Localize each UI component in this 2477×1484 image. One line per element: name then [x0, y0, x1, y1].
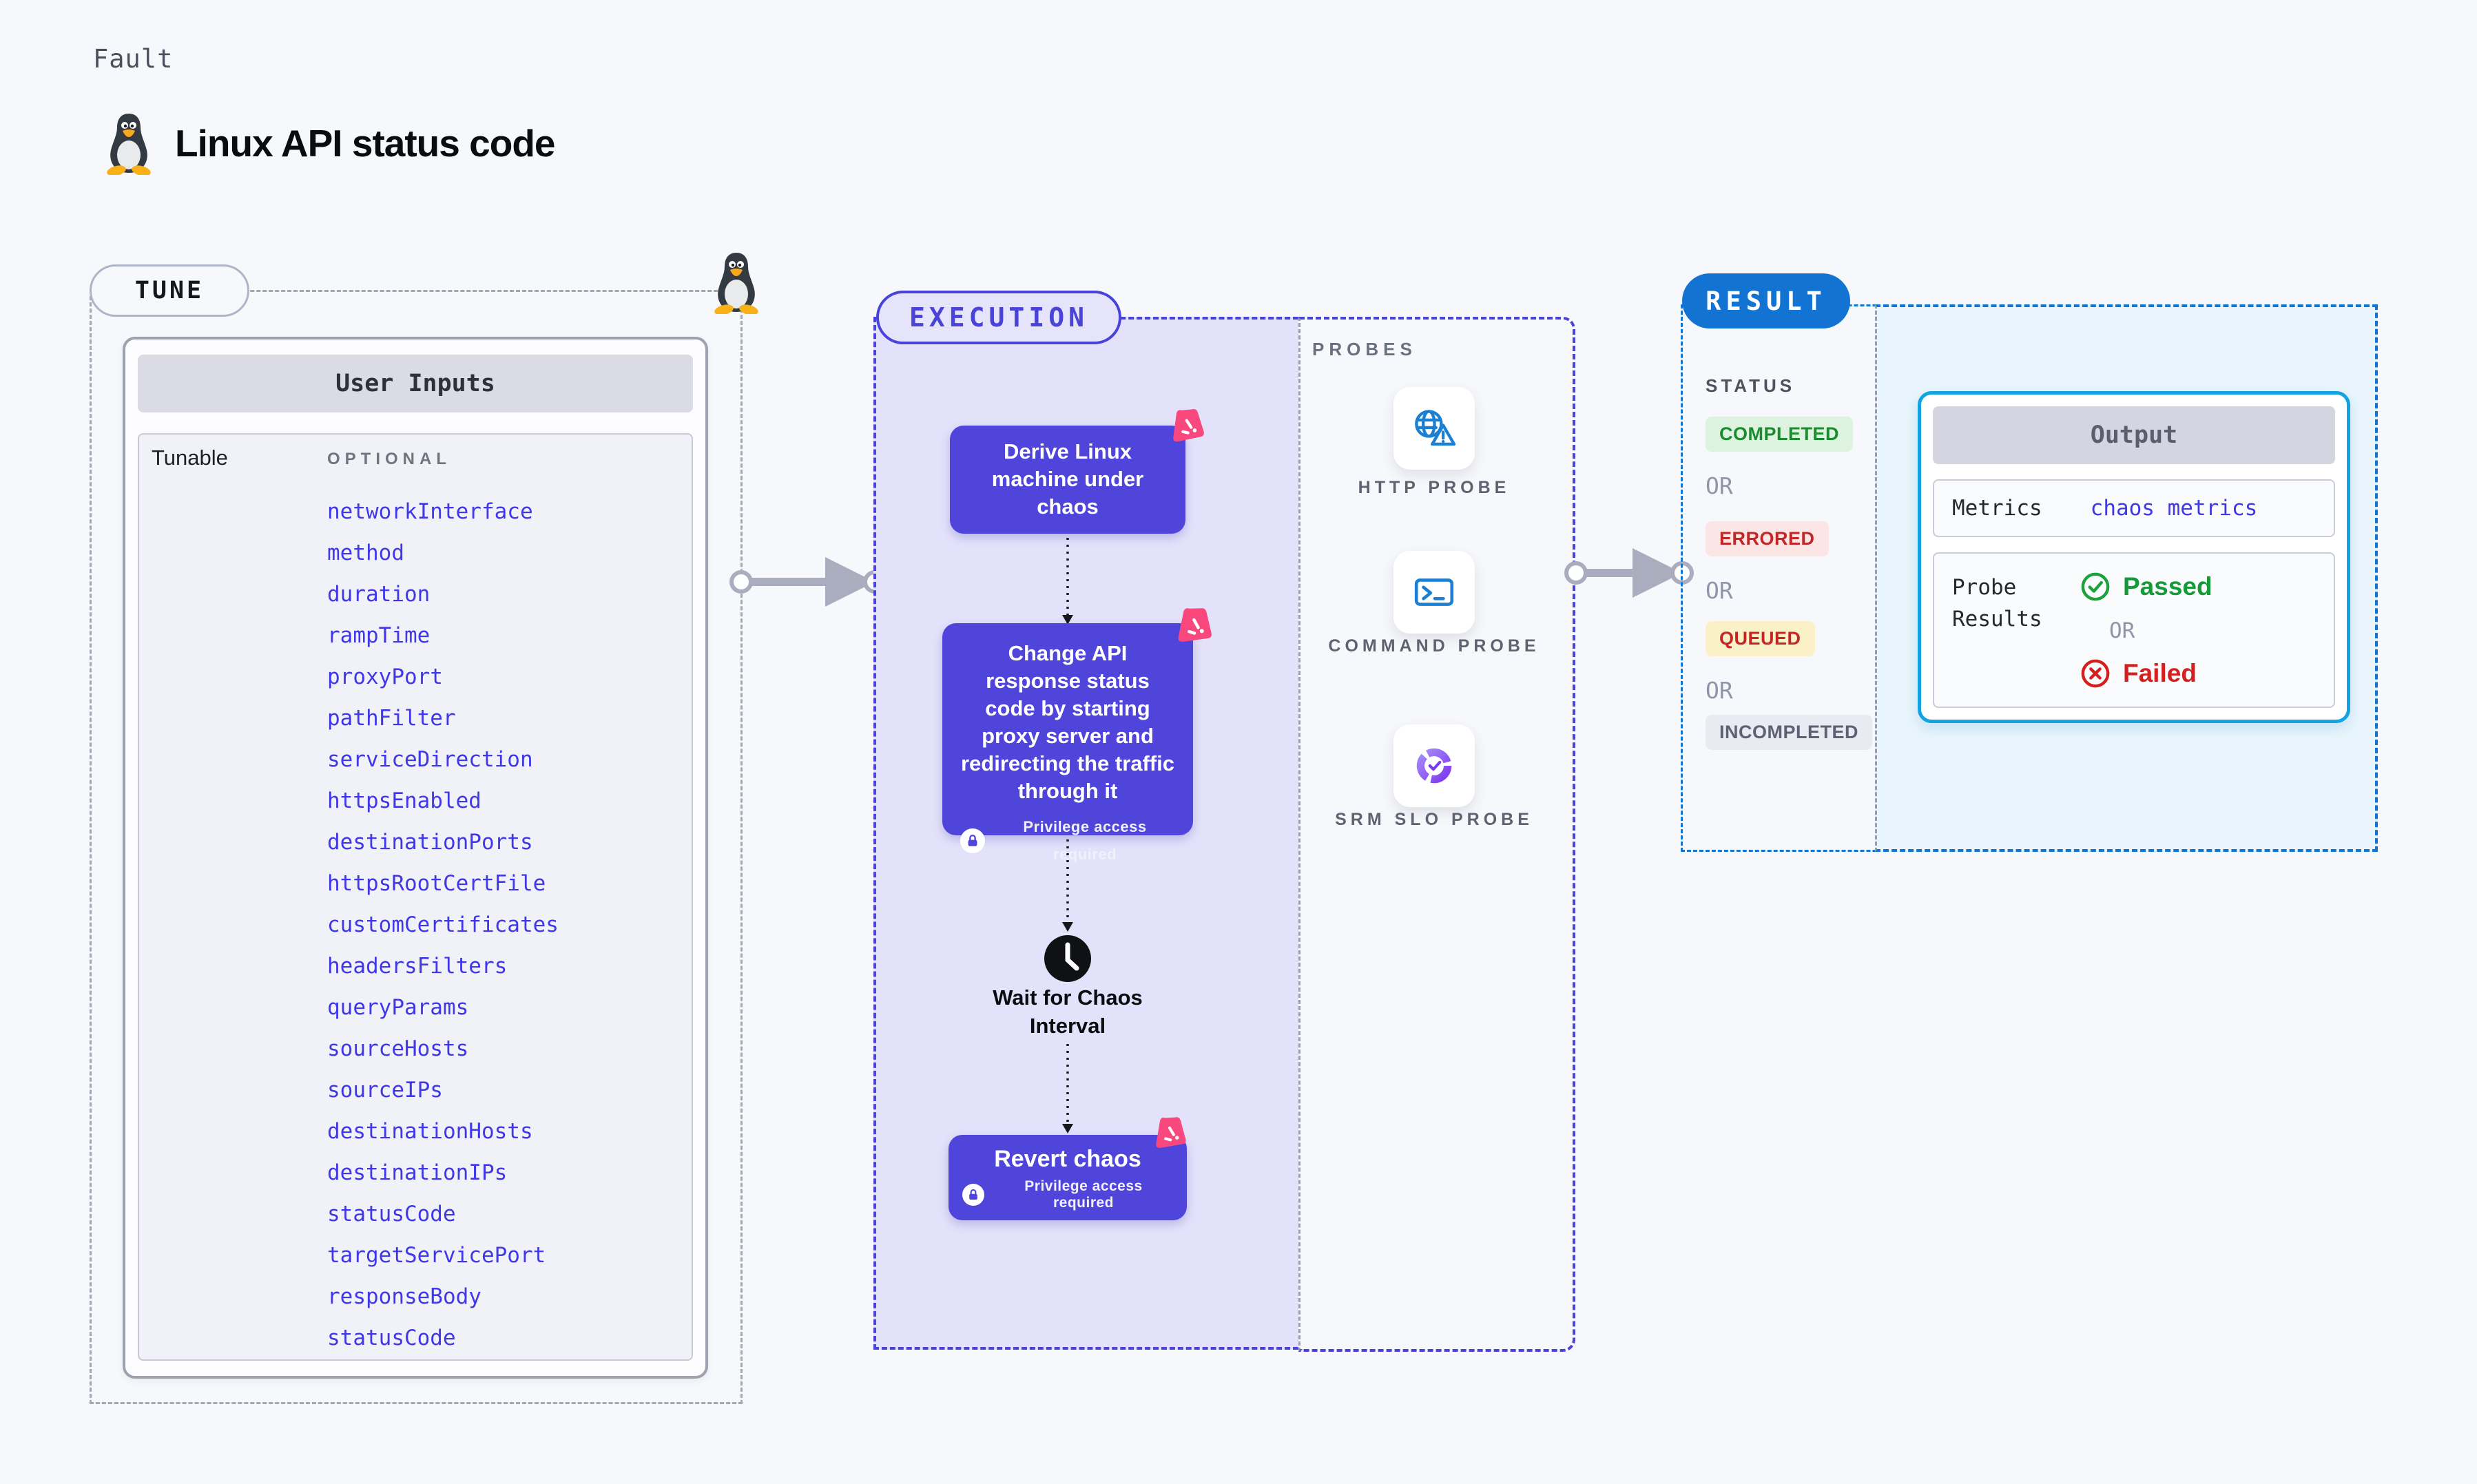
step-text: Revert chaos [994, 1146, 1141, 1172]
tunable-item: responseBody [327, 1284, 481, 1309]
privilege-label: Privilege access required [1024, 1178, 1143, 1211]
failed-label: Failed [2123, 659, 2197, 687]
x-circle-icon [2081, 659, 2110, 688]
probes-to-result-arrow [1564, 548, 1694, 598]
probe-results-row: Probe Results Passed OR Failed [1933, 552, 2335, 708]
chaos-icon [1148, 1112, 1190, 1154]
privilege-row: Privilege access required [960, 813, 1175, 868]
srm-slo-probe-label: SRM SLO PROBE [1335, 810, 1533, 829]
tux-penguin-icon [713, 253, 760, 314]
lock-icon [960, 828, 985, 853]
or-label: OR [1706, 472, 1733, 499]
tunable-item: proxyPort [327, 665, 443, 689]
or-label: OR [1706, 677, 1733, 704]
probes-section-box [1298, 317, 1575, 1352]
step-change-status-code: Change API response status code by start… [942, 623, 1193, 863]
status-label: STATUS [1706, 375, 1796, 396]
step-text: Change API response status code by start… [960, 641, 1175, 803]
tunable-item: serviceDirection [327, 747, 533, 772]
step-derive-machine: Derive Linux machine under chaos [950, 426, 1185, 534]
tune-to-execution-arrow [729, 557, 887, 607]
passed-label: Passed [2123, 572, 2212, 600]
terminal-icon [1414, 578, 1454, 606]
tunable-item: sourceHosts [327, 1036, 469, 1061]
page-title: Linux API status code [175, 122, 556, 165]
passed-line: Passed [2080, 570, 2212, 603]
tunable-item: duration [327, 582, 431, 607]
or-label: OR [2109, 618, 2135, 643]
tunable-item: sourceIPs [327, 1078, 443, 1102]
metrics-value-link: chaos metrics [2090, 496, 2258, 521]
user-inputs-header: User Inputs [138, 355, 693, 412]
tunable-item: statusCode [327, 1202, 456, 1226]
command-probe-label: COMMAND PROBE [1328, 636, 1540, 656]
status-badge-errored: ERRORED [1706, 521, 1829, 556]
privilege-label: Privilege access required [1023, 818, 1147, 863]
tunable-item: headersFilters [327, 954, 508, 979]
privilege-row: Privilege access required [962, 1178, 1173, 1211]
title-row: Linux API status code [102, 112, 556, 175]
result-pill: RESULT [1682, 273, 1850, 328]
execution-pill: EXECUTION [876, 291, 1121, 344]
metrics-row: Metrics chaos metrics [1933, 479, 2335, 537]
tune-section-box [90, 290, 743, 1404]
probes-label: PROBES [1312, 339, 1417, 359]
command-probe-card [1393, 551, 1475, 634]
tunable-item: httpsRootCertFile [327, 871, 546, 896]
step-revert-chaos: Revert chaos Privilege access required [949, 1135, 1187, 1220]
metrics-label: Metrics [1952, 496, 2042, 521]
tunables-table [138, 433, 693, 1361]
tunable-item: method [327, 541, 404, 565]
flow-arrow-down [1062, 839, 1073, 932]
flow-arrow-down [1062, 1044, 1073, 1133]
wait-for-chaos-label: Wait for Chaos Interval [993, 985, 1143, 1038]
tunable-item: queryParams [327, 995, 469, 1020]
probe-results-values: Passed OR Failed [2080, 570, 2212, 690]
tunable-item: networkInterface [327, 499, 533, 524]
chaos-icon [1165, 404, 1208, 447]
tunable-item: customCertificates [327, 912, 559, 937]
failed-line: Failed [2080, 657, 2212, 690]
output-header: Output [1933, 406, 2335, 464]
or-label: OR [1706, 577, 1733, 604]
status-badge-completed: COMPLETED [1706, 417, 1854, 452]
tunable-item: pathFilter [327, 706, 456, 731]
tune-pill: TUNE [90, 264, 249, 317]
tunable-item: targetServicePort [327, 1243, 546, 1268]
lock-icon [962, 1184, 984, 1206]
tunable-item: destinationIPs [327, 1160, 508, 1185]
status-badge-incompleted: INCOMPLETED [1706, 715, 1873, 750]
tunable-item: httpsEnabled [327, 788, 481, 813]
globe-warning-icon [1415, 410, 1456, 446]
tunables-list: networkInterface method duration rampTim… [327, 491, 685, 1359]
slo-ring-icon [1416, 748, 1452, 784]
srm-slo-probe-card [1393, 724, 1475, 807]
check-circle-icon [2081, 572, 2110, 601]
tunable-item: destinationHosts [327, 1119, 533, 1144]
chaos-icon [1169, 601, 1217, 649]
http-probe-card [1393, 387, 1475, 470]
flow-arrow-down [1062, 538, 1073, 625]
tunable-row-label: Tunable [152, 446, 228, 470]
tunable-item: rampTime [327, 623, 431, 648]
tunable-item: statusCode [327, 1326, 456, 1350]
http-probe-label: HTTP PROBE [1358, 478, 1511, 497]
tux-penguin-icon [105, 114, 152, 175]
tunable-item: destinationPorts [327, 830, 533, 855]
fault-kicker: Fault [93, 44, 174, 74]
optional-column-label: OPTIONAL [327, 450, 451, 468]
probe-results-label: Probe Results [1952, 575, 2042, 631]
clock-icon [1044, 935, 1091, 982]
status-badge-queued: QUEUED [1706, 621, 1815, 656]
